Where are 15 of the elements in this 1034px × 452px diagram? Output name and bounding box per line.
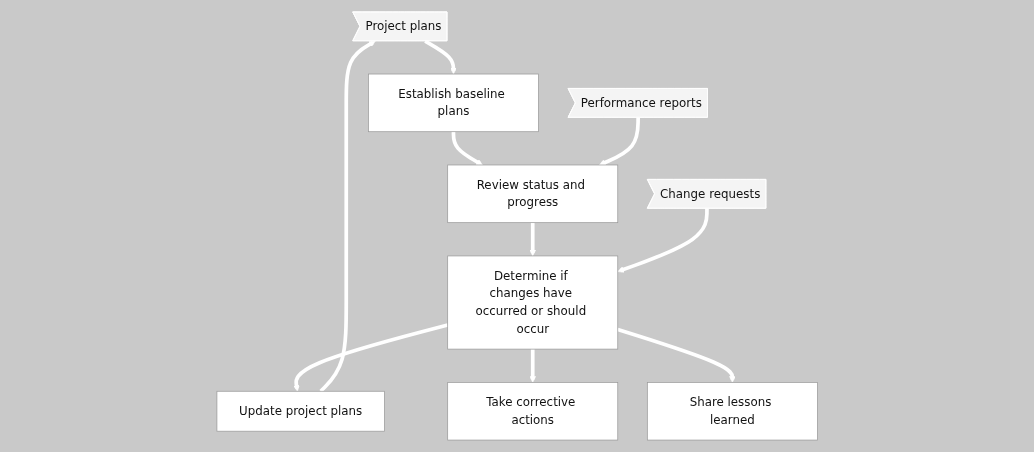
arrow — [617, 208, 709, 273]
arrow — [451, 131, 483, 166]
node-box: Take corrective actions — [447, 382, 618, 441]
arrow — [293, 323, 448, 392]
arrow — [319, 40, 376, 393]
node-box: Share lessons learned — [646, 382, 818, 441]
arrow — [598, 117, 640, 166]
node-box: Establish baseline plans — [367, 73, 539, 133]
arrow — [529, 349, 536, 383]
node-box: Update project plans — [216, 390, 385, 432]
arrow — [617, 327, 736, 383]
arrow — [529, 222, 536, 257]
arrow — [424, 39, 457, 75]
node-box: Review status and progress — [447, 164, 618, 224]
node-box: Determine if changes have occurred or should occur — [447, 255, 618, 350]
